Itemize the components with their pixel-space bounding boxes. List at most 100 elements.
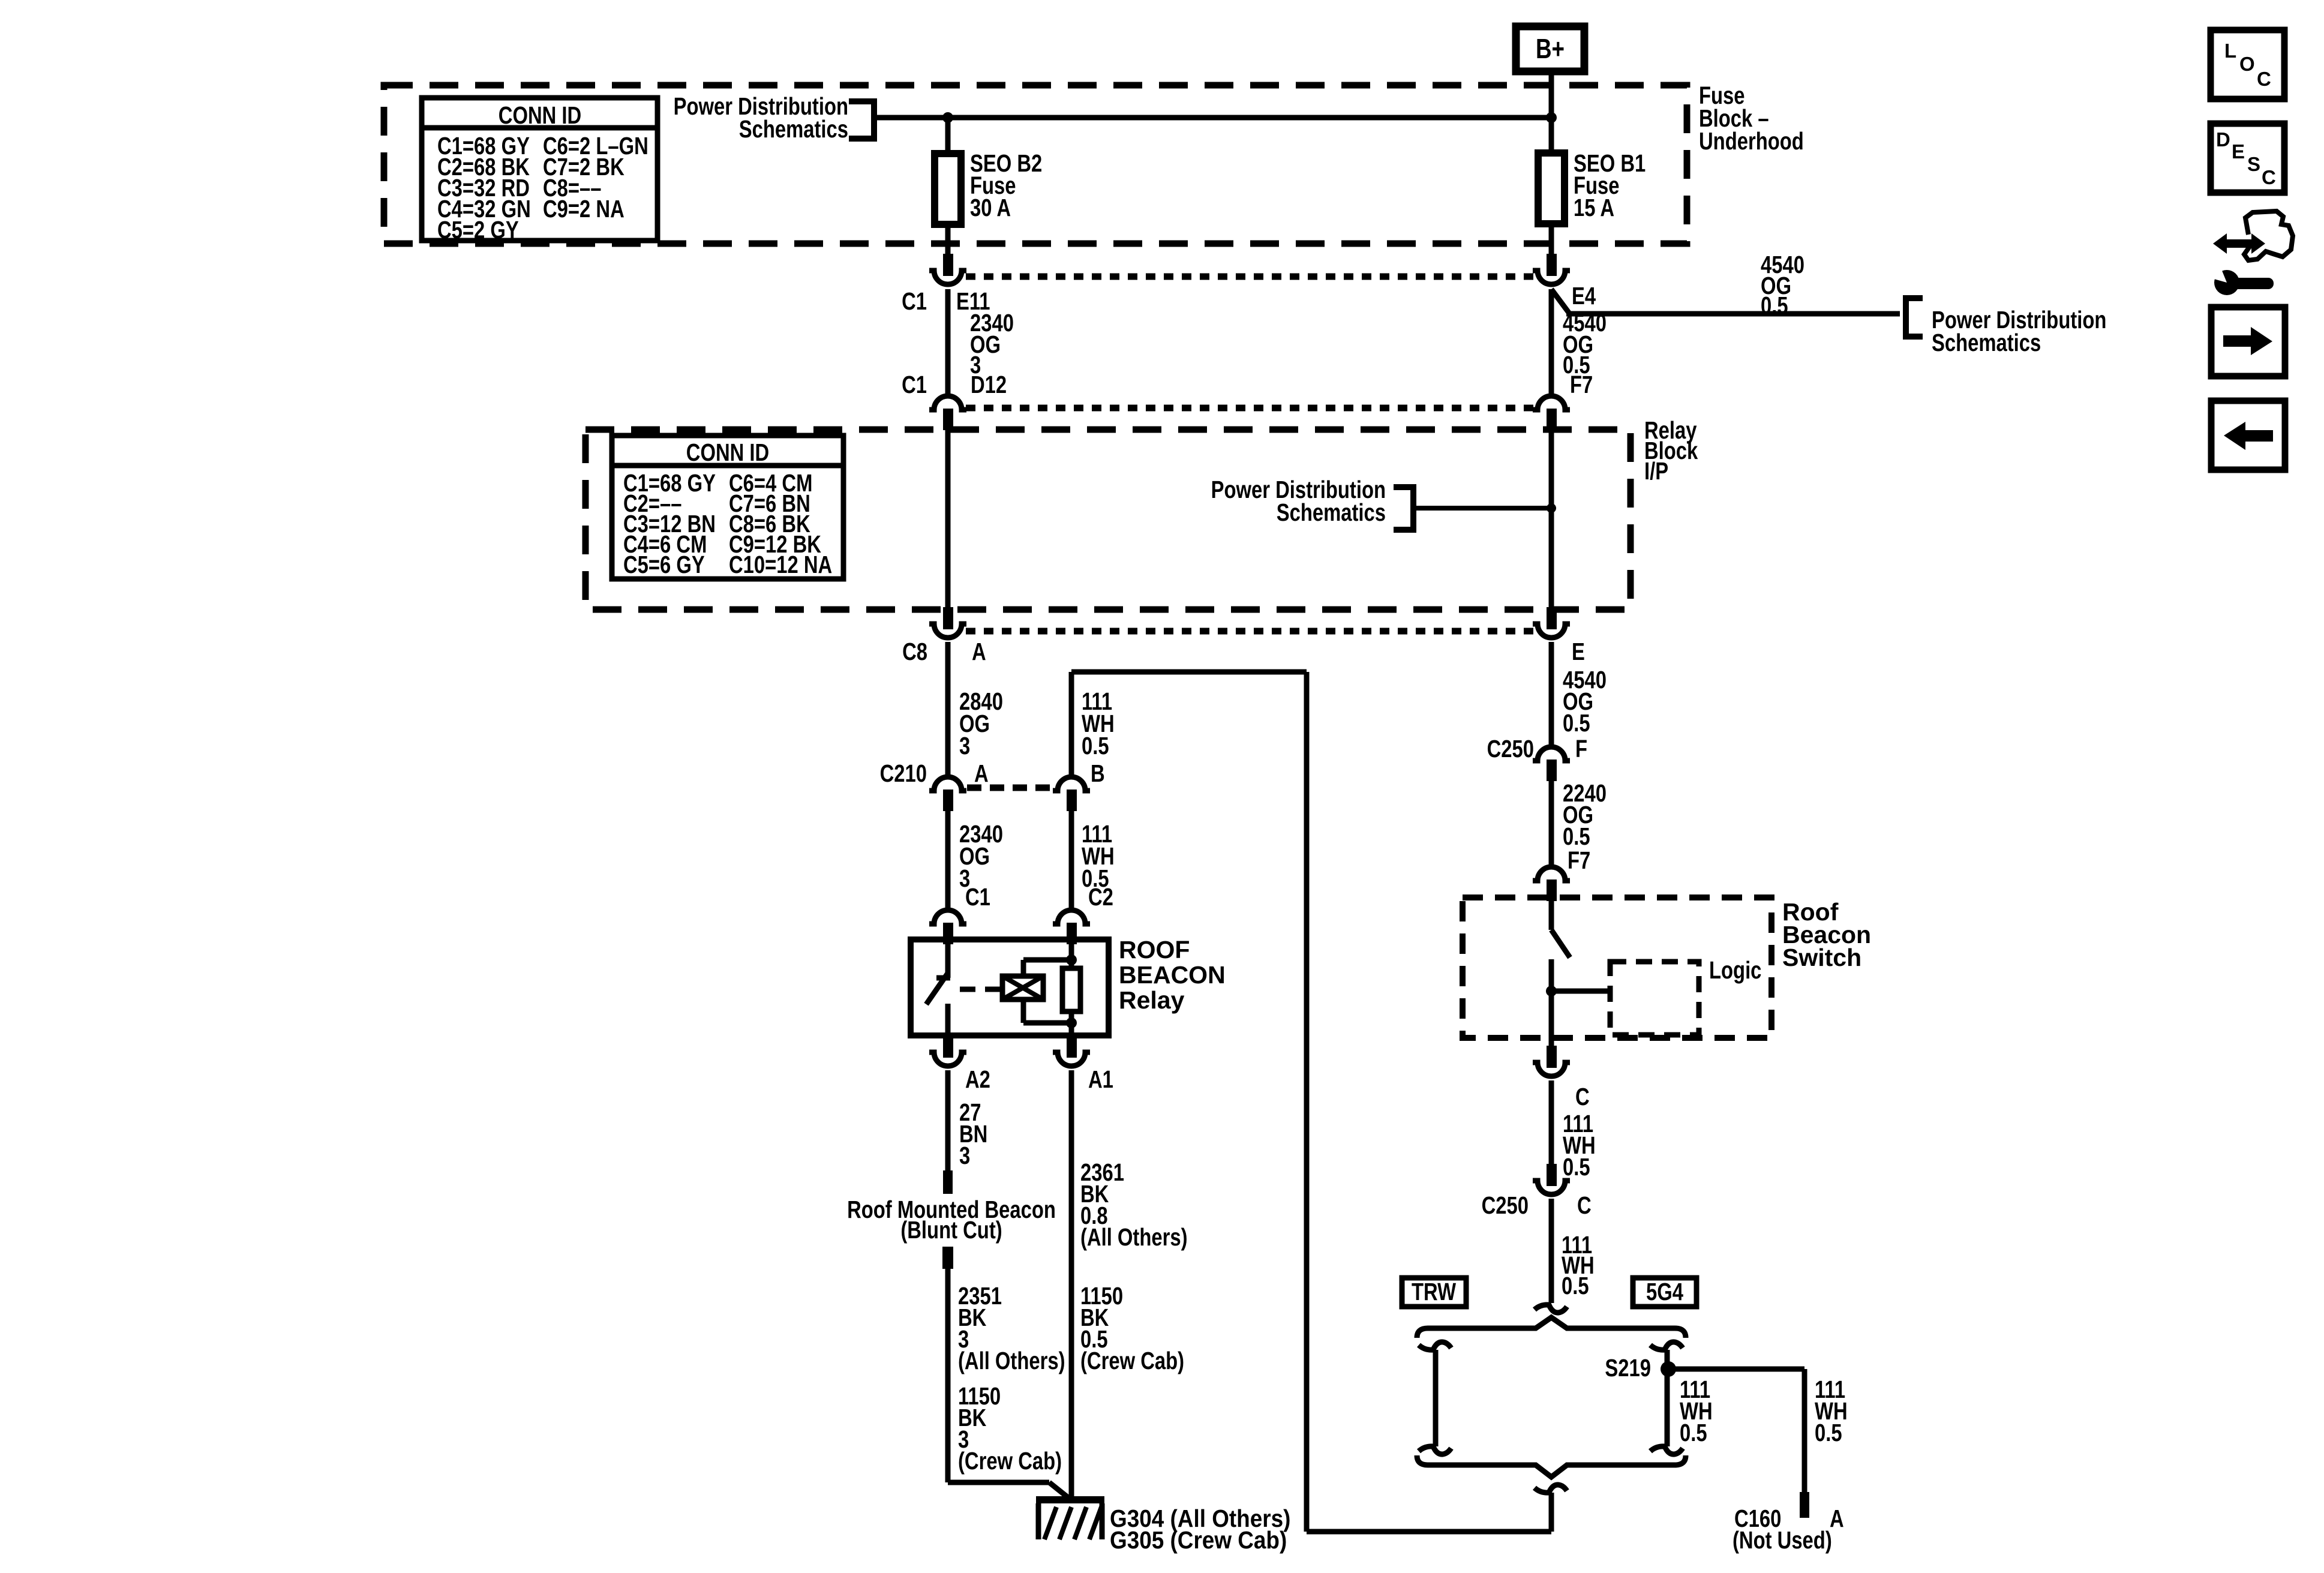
svg-text:L: L xyxy=(2224,40,2236,62)
svg-text:C250: C250 xyxy=(1487,734,1534,762)
svg-text:3: 3 xyxy=(958,1425,969,1452)
svg-text:2361: 2361 xyxy=(1080,1158,1124,1185)
svg-text:Fuse: Fuse xyxy=(1574,171,1620,199)
svg-text:I/P: I/P xyxy=(1644,457,1668,484)
svg-text:5G4: 5G4 xyxy=(1646,1277,1683,1305)
svg-text:1150: 1150 xyxy=(958,1382,1001,1409)
svg-text:CONN ID: CONN ID xyxy=(686,438,769,466)
svg-text:C10=12 NA: C10=12 NA xyxy=(729,550,832,578)
svg-text:4540: 4540 xyxy=(1563,308,1607,336)
svg-text:0.5: 0.5 xyxy=(1761,291,1788,319)
svg-text:A1: A1 xyxy=(1088,1065,1113,1092)
svg-text:Switch: Switch xyxy=(1782,944,1861,971)
svg-text:C3=32 RD: C3=32 RD xyxy=(437,173,530,201)
svg-text:4540: 4540 xyxy=(1761,250,1804,278)
svg-text:Fuse: Fuse xyxy=(1699,81,1745,109)
svg-text:Underhood: Underhood xyxy=(1699,127,1804,154)
svg-text:C1=68 GY: C1=68 GY xyxy=(437,131,530,159)
svg-text:C: C xyxy=(2262,166,2276,188)
svg-text:ROOF: ROOF xyxy=(1119,936,1190,963)
svg-text:C6=2 L–GN: C6=2 L–GN xyxy=(543,131,648,159)
svg-text:TRW: TRW xyxy=(1412,1277,1456,1305)
svg-text:3: 3 xyxy=(958,1325,969,1352)
svg-text:B+: B+ xyxy=(1536,33,1565,64)
svg-text:OG: OG xyxy=(959,709,990,737)
svg-text:F7: F7 xyxy=(1570,370,1593,398)
svg-text:1150: 1150 xyxy=(1080,1281,1123,1309)
svg-text:111: 111 xyxy=(1562,1230,1592,1258)
svg-text:C9=2 NA: C9=2 NA xyxy=(543,194,624,222)
svg-text:Power Distribution: Power Distribution xyxy=(674,92,848,119)
svg-text:C6=4 CM: C6=4 CM xyxy=(729,469,812,496)
svg-text:C1: C1 xyxy=(902,370,927,398)
svg-text:WH: WH xyxy=(1563,1131,1596,1158)
svg-text:BEACON: BEACON xyxy=(1119,961,1226,989)
svg-text:111: 111 xyxy=(1680,1375,1710,1403)
svg-text:Roof: Roof xyxy=(1782,898,1839,926)
svg-text:G304 (All Others): G304 (All Others) xyxy=(1110,1505,1290,1532)
svg-text:O: O xyxy=(2239,53,2255,75)
svg-text:WH: WH xyxy=(1082,709,1115,737)
svg-text:(Not Used): (Not Used) xyxy=(1733,1526,1832,1553)
svg-text:(Crew Cab): (Crew Cab) xyxy=(1080,1346,1184,1374)
svg-text:3: 3 xyxy=(959,1141,970,1169)
svg-text:Beacon: Beacon xyxy=(1782,921,1871,948)
svg-text:C: C xyxy=(1577,1191,1592,1218)
svg-text:S: S xyxy=(2247,153,2260,175)
svg-text:111: 111 xyxy=(1815,1375,1845,1403)
svg-text:C3=12 BN: C3=12 BN xyxy=(623,509,716,537)
svg-text:0.5: 0.5 xyxy=(1815,1418,1842,1446)
svg-text:C1=68 GY: C1=68 GY xyxy=(623,469,716,496)
svg-text:4540: 4540 xyxy=(1563,665,1607,693)
svg-text:0.8: 0.8 xyxy=(1080,1201,1108,1229)
svg-text:C9=12 BK: C9=12 BK xyxy=(729,530,821,557)
svg-text:0.5: 0.5 xyxy=(1563,350,1590,378)
svg-text:(All Others): (All Others) xyxy=(958,1346,1065,1374)
svg-text:BN: BN xyxy=(959,1119,987,1147)
svg-text:111: 111 xyxy=(1563,1109,1593,1137)
svg-text:OG: OG xyxy=(959,842,990,869)
svg-text:0.5: 0.5 xyxy=(1563,1152,1590,1180)
svg-text:B: B xyxy=(1091,759,1105,786)
svg-text:C8=6 BK: C8=6 BK xyxy=(729,509,810,537)
svg-text:OG: OG xyxy=(1761,271,1791,299)
svg-text:F7: F7 xyxy=(1568,846,1590,873)
svg-text:2340: 2340 xyxy=(970,308,1014,336)
svg-text:BK: BK xyxy=(1080,1303,1109,1331)
svg-text:3: 3 xyxy=(970,350,981,378)
svg-text:111: 111 xyxy=(1082,819,1112,847)
svg-text:0.5: 0.5 xyxy=(1082,731,1109,759)
svg-text:WH: WH xyxy=(1815,1397,1848,1424)
svg-text:C: C xyxy=(1575,1082,1590,1110)
svg-text:0.5: 0.5 xyxy=(1562,1271,1589,1299)
svg-text:CONN ID: CONN ID xyxy=(499,101,581,128)
svg-text:BK: BK xyxy=(958,1303,987,1331)
svg-text:(Crew Cab): (Crew Cab) xyxy=(958,1446,1062,1474)
svg-text:C2: C2 xyxy=(1088,882,1113,910)
svg-text:A: A xyxy=(972,637,986,665)
svg-text:D12: D12 xyxy=(971,370,1007,398)
svg-text:C7=2 BK: C7=2 BK xyxy=(543,152,624,180)
svg-text:2340: 2340 xyxy=(959,819,1003,847)
svg-text:Block: Block xyxy=(1644,436,1698,464)
svg-text:C250: C250 xyxy=(1482,1191,1529,1218)
svg-text:Logic: Logic xyxy=(1709,956,1761,983)
svg-text:0.5: 0.5 xyxy=(1080,1325,1108,1352)
svg-text:C2=––: C2=–– xyxy=(623,489,682,517)
svg-text:0.5: 0.5 xyxy=(1082,864,1109,891)
svg-text:SEO B2: SEO B2 xyxy=(970,149,1042,176)
svg-text:2840: 2840 xyxy=(959,687,1003,715)
svg-text:C8=––: C8=–– xyxy=(543,173,602,201)
svg-text:C4=32 GN: C4=32 GN xyxy=(437,194,531,222)
svg-text:Schematics: Schematics xyxy=(739,115,848,142)
svg-text:F: F xyxy=(1575,734,1587,762)
svg-text:C8: C8 xyxy=(902,637,927,665)
svg-text:OG: OG xyxy=(970,330,1001,358)
svg-text:WH: WH xyxy=(1562,1251,1595,1278)
svg-text:D: D xyxy=(2216,128,2230,151)
svg-text:E11: E11 xyxy=(956,287,990,314)
svg-text:A: A xyxy=(1830,1504,1844,1532)
svg-text:C7=6 BN: C7=6 BN xyxy=(729,489,810,517)
svg-text:WH: WH xyxy=(1680,1397,1713,1424)
svg-text:C2=68 BK: C2=68 BK xyxy=(437,152,530,180)
